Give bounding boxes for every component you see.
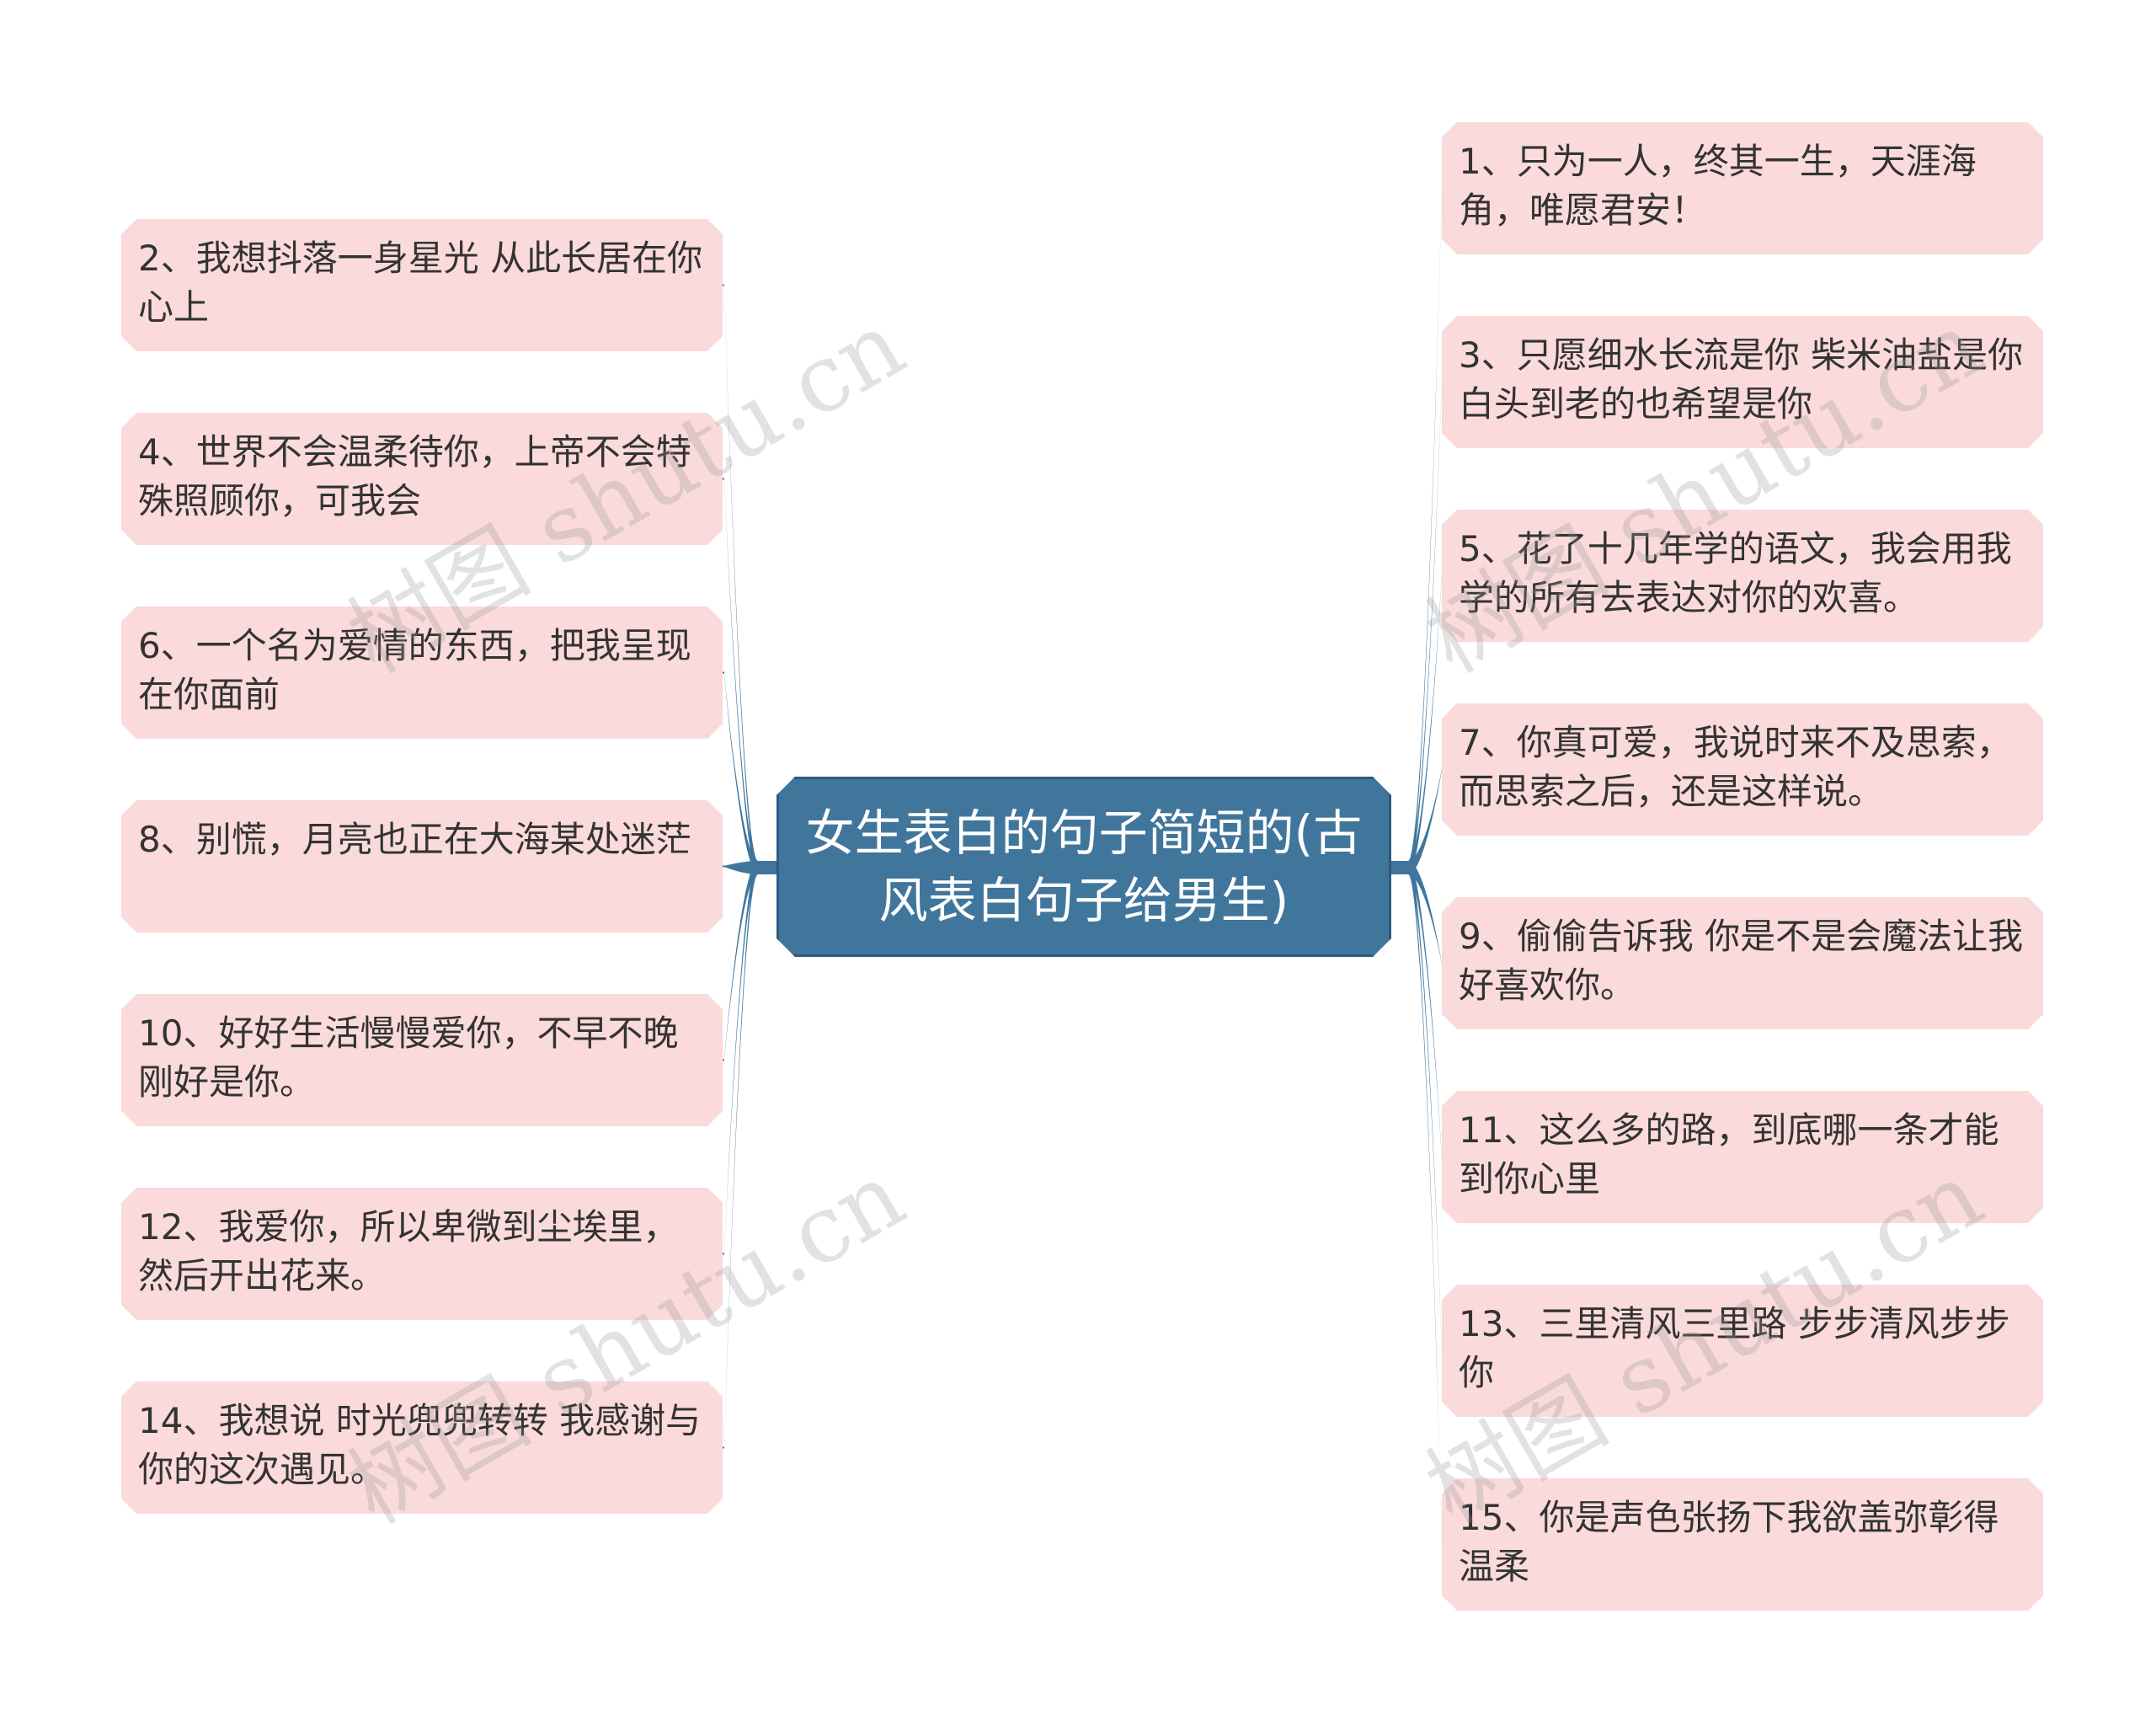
connector-right-7 <box>1408 187 1442 874</box>
left-node-10-label: 10、好好生活慢慢爱你，不早不晚刚好是你。 <box>138 1013 679 1103</box>
right-node-13-label: 13、三里清风三里路 步步清风步步你 <box>1459 1303 2010 1393</box>
center-topic-node[interactable]: 女生表白的句子简短的(古风表白句子给男生) <box>776 777 1391 957</box>
left-node-8-label: 8、别慌，月亮也正在大海某处迷茫 <box>138 819 691 860</box>
right-node-3-label: 3、只愿细水长流是你 柴米油盐是你 白头到老的也希望是你 <box>1459 334 2024 425</box>
right-node-11[interactable]: 11、这么多的路，到底哪一条才能到你心里 <box>1442 1091 2043 1223</box>
right-node-9-label: 9、偷偷告诉我 你是不是会魔法让我好喜欢你。 <box>1459 916 2024 1006</box>
left-node-14[interactable]: 14、我想说 时光兜兜转转 我感谢与你的这次遇见。 <box>121 1381 723 1514</box>
right-node-1[interactable]: 1、只为一人，终其一生，天涯海角，唯愿君安！ <box>1442 122 2043 254</box>
right-node-7-label: 7、你真可爱，我说时来不及思索，而思索之后，还是这样说。 <box>1459 722 2012 812</box>
connector-right-14 <box>1408 861 1442 1546</box>
left-node-6-label: 6、一个名为爱情的东西，把我呈现在你面前 <box>138 625 691 715</box>
connector-left-3 <box>724 861 758 874</box>
left-node-6[interactable]: 6、一个名为爱情的东西，把我呈现在你面前 <box>121 607 723 739</box>
right-node-1-label: 1、只为一人，终其一生，天涯海角，唯愿君安！ <box>1459 141 1977 231</box>
right-node-5[interactable]: 5、花了十几年学的语文，我会用我学的所有去表达对你的欢喜。 <box>1442 510 2043 642</box>
right-node-13[interactable]: 13、三里清风三里路 步步清风步步你 <box>1442 1285 2043 1417</box>
right-node-7[interactable]: 7、你真可爱，我说时来不及思索，而思索之后，还是这样说。 <box>1442 703 2043 836</box>
connector-left-6 <box>724 861 758 1449</box>
left-node-2[interactable]: 2、我想抖落一身星光 从此长居在你心上 <box>121 219 723 351</box>
left-node-2-label: 2、我想抖落一身星光 从此长居在你心上 <box>138 238 703 328</box>
center-topic-label: 女生表白的句子简短的(古风表白句子给男生) <box>805 804 1363 929</box>
connector-right-9 <box>1408 574 1442 874</box>
left-node-12[interactable]: 12、我爱你，所以卑微到尘埃里，然后开出花来。 <box>121 1188 723 1320</box>
connector-right-12 <box>1408 861 1442 1158</box>
right-node-15[interactable]: 15、你是声色张扬下我欲盖弥彰得温柔 <box>1442 1478 2043 1611</box>
left-node-12-label: 12、我爱你，所以卑微到尘埃里，然后开出花来。 <box>138 1206 679 1296</box>
right-node-3[interactable]: 3、只愿细水长流是你 柴米油盐是你 白头到老的也希望是你 <box>1442 316 2043 448</box>
right-node-5-label: 5、花了十几年学的语文，我会用我学的所有去表达对你的欢喜。 <box>1459 528 2012 618</box>
connector-right-8 <box>1408 381 1442 874</box>
left-node-10[interactable]: 10、好好生活慢慢爱你，不早不晚刚好是你。 <box>121 994 723 1126</box>
left-node-14-label: 14、我想说 时光兜兜转转 我感谢与你的这次遇见。 <box>138 1400 702 1490</box>
right-node-15-label: 15、你是声色张扬下我欲盖弥彰得温柔 <box>1459 1497 1999 1587</box>
left-node-4[interactable]: 4、世界不会温柔待你，上帝不会特殊照顾你，可我会 <box>121 413 723 545</box>
connector-stub-right <box>1388 861 1408 874</box>
connector-stub-left <box>758 861 780 874</box>
left-node-8[interactable]: 8、别慌，月亮也正在大海某处迷茫 <box>121 800 723 932</box>
right-node-11-label: 11、这么多的路，到底哪一条才能到你心里 <box>1459 1109 1999 1200</box>
right-node-9[interactable]: 9、偷偷告诉我 你是不是会魔法让我好喜欢你。 <box>1442 897 2043 1029</box>
left-node-4-label: 4、世界不会温柔待你，上帝不会特殊照顾你，可我会 <box>138 431 691 521</box>
connector-right-13 <box>1408 861 1442 1352</box>
